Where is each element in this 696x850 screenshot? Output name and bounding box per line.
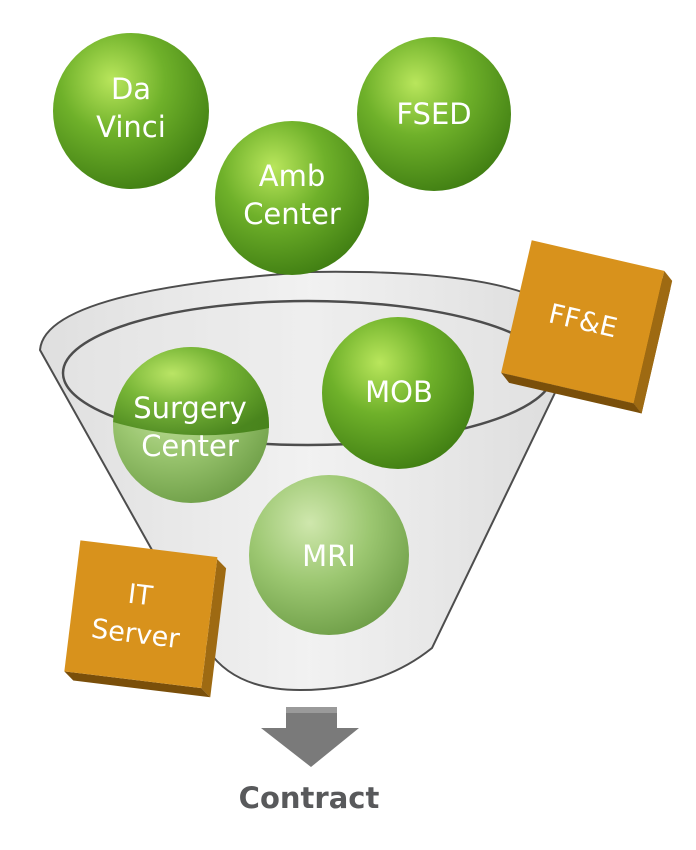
ball-label: MRI xyxy=(302,539,356,573)
box-label: IT xyxy=(126,579,155,613)
box-icon xyxy=(64,540,227,698)
down-arrow-icon xyxy=(261,707,359,767)
ball-mob: MOB xyxy=(322,317,474,469)
ball-label: Amb xyxy=(259,159,326,193)
sphere-icon xyxy=(249,475,409,635)
ball-amb-center: Amb Center xyxy=(215,121,369,275)
ball-label: Surgery xyxy=(133,391,247,425)
contract-label: Contract xyxy=(239,781,380,815)
ball-label: Vinci xyxy=(96,110,166,144)
ball-mri: MRI xyxy=(249,475,409,635)
sphere-icon xyxy=(53,33,209,189)
ball-label: FSED xyxy=(396,97,471,131)
ball-fsed: FSED xyxy=(357,37,511,191)
box-it-server: IT Server xyxy=(64,540,227,698)
box-icon xyxy=(501,240,673,414)
sphere-icon xyxy=(215,121,369,275)
ball-label: MOB xyxy=(365,375,433,409)
ball-label: Da xyxy=(111,72,151,106)
ball-label: Center xyxy=(141,429,239,463)
box-ffe: FF&E xyxy=(501,240,673,414)
sphere-icon xyxy=(322,317,474,469)
ball-surgery-center: Surgery Center xyxy=(113,347,269,503)
ball-da-vinci: Da Vinci xyxy=(53,33,209,189)
sphere-icon xyxy=(357,37,511,191)
ball-label: Center xyxy=(243,197,341,231)
